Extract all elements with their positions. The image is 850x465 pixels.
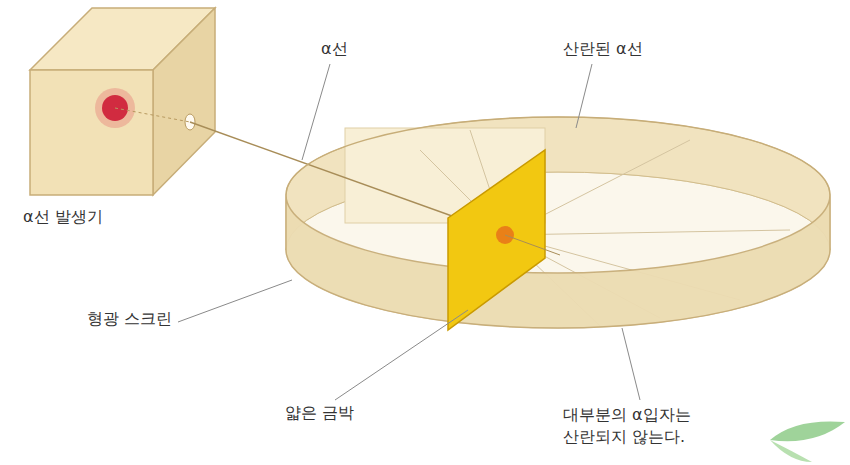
leader-lines bbox=[178, 64, 640, 400]
screen-label: 형광 스크린 bbox=[84, 308, 175, 330]
gold-foil bbox=[448, 150, 545, 330]
transmitted-ray bbox=[505, 235, 560, 255]
screen-rim bbox=[286, 117, 830, 195]
ray-label: α선 bbox=[318, 38, 351, 60]
note-label: 대부분의 α입자는 산란되지 않는다. bbox=[560, 404, 726, 448]
beam-inside bbox=[115, 108, 190, 122]
screen-back-wall bbox=[286, 117, 830, 250]
source-label: α선 발생기 bbox=[20, 206, 106, 228]
source-front-face bbox=[30, 70, 153, 195]
leaf-logo bbox=[770, 421, 845, 462]
scattered-ray-label: 산란된 α선 bbox=[560, 38, 646, 60]
source-side-face bbox=[153, 8, 215, 195]
screen-front-band bbox=[286, 195, 830, 328]
foil-label: 얇은 금박 bbox=[282, 402, 357, 424]
